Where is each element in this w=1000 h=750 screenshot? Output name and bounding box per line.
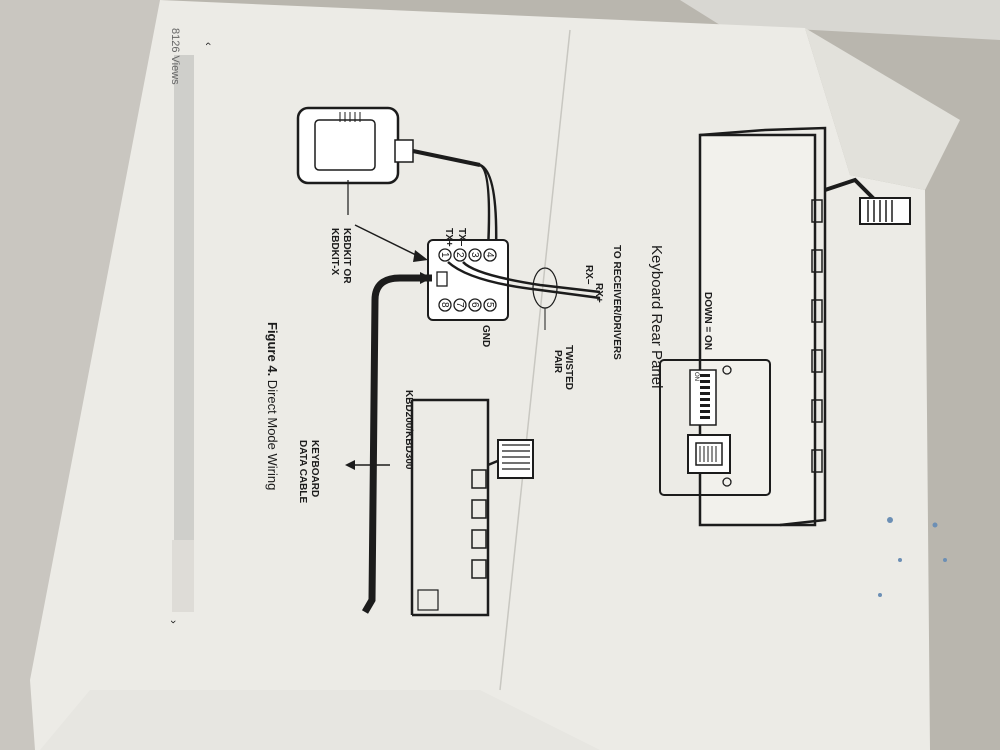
panel-tab xyxy=(811,349,823,373)
down-on-label: DOWN = ON xyxy=(702,292,713,350)
paper-fold-line xyxy=(499,29,571,691)
gnd-label: GND xyxy=(480,325,491,347)
panel-recess xyxy=(659,359,771,496)
panel-title: Keyboard Rear Panel xyxy=(648,245,665,388)
terminal-block: 1 2 3 4 5 6 7 8 xyxy=(427,239,509,321)
kbdkit-label-line1: KBDKIT OR xyxy=(341,228,352,284)
transformer-cord xyxy=(412,149,481,167)
twisted-pair-label-line2: PAIR xyxy=(552,350,563,374)
kbdkit-transformer xyxy=(296,106,481,185)
figure-caption-text: Direct Mode Wiring xyxy=(265,376,280,490)
wire-tx-minus xyxy=(462,261,601,294)
paper-bottom-area xyxy=(40,690,600,750)
rj-jack xyxy=(687,434,731,474)
paper-behind-left xyxy=(0,0,160,750)
pin-4: 4 xyxy=(484,252,495,258)
rx-minus-label: RX– xyxy=(583,265,594,285)
paper-fold-flap xyxy=(805,28,960,190)
cable-label-line1: KEYBOARD xyxy=(309,440,320,497)
kbd-unit xyxy=(410,398,534,617)
rj-plug-kbd xyxy=(497,439,534,479)
panel-tab xyxy=(811,449,823,473)
cable-label-line2: DATA CABLE xyxy=(297,440,308,503)
panel-cable xyxy=(824,177,882,207)
pin-6: 6 xyxy=(469,302,480,308)
dip-on-label: ON xyxy=(693,372,699,381)
tx-minus-label: TX– xyxy=(456,228,467,247)
scroll-track-end xyxy=(172,540,194,612)
twisted-pair-label-line1: TWISTED xyxy=(563,345,574,390)
paper-corner-top xyxy=(680,0,1000,40)
rj-jack-inner xyxy=(695,442,723,466)
kbd-port xyxy=(417,589,439,611)
kbdkit-label-line2: KBDKIT-X xyxy=(329,228,340,276)
panel-tab xyxy=(811,299,823,323)
panel-screw xyxy=(722,477,732,487)
pin-3: 3 xyxy=(469,252,480,258)
pin-1: 1 xyxy=(439,252,450,258)
rear-panel-edge xyxy=(699,126,827,527)
to-receiver-label: TO RECEIVER/DRIVERS xyxy=(611,245,622,360)
rx-plus-label: RX+ xyxy=(593,283,604,303)
kbd-model-label: KBD200/KBD300 xyxy=(403,390,414,470)
scroll-track[interactable] xyxy=(174,55,194,540)
kbd-body xyxy=(412,398,490,617)
terminal-pins xyxy=(438,248,497,312)
panel-tab xyxy=(811,249,823,273)
wire-tx-plus xyxy=(447,261,601,300)
transformer-plug xyxy=(394,139,414,163)
ink-speckles xyxy=(878,517,947,597)
scroll-prev-chevron[interactable]: ‹ xyxy=(202,42,214,46)
tx-plus-label: TX+ xyxy=(443,228,454,247)
views-count: 8126 Views xyxy=(169,28,181,85)
pin-5: 5 xyxy=(484,302,495,308)
terminal-clip xyxy=(436,271,448,287)
keyboard-data-cable xyxy=(361,274,432,614)
dip-switch xyxy=(689,369,717,426)
pin-2: 2 xyxy=(454,252,465,258)
figure-caption-number: Figure 4. xyxy=(265,322,280,376)
pin-8: 8 xyxy=(439,302,450,308)
pin-7: 7 xyxy=(454,302,465,308)
figure-caption: Figure 4. Direct Mode Wiring xyxy=(265,322,280,490)
panel-tab xyxy=(811,199,823,223)
keyboard-rear-panel: ON Keyboard Rear Panel DOWN = ON xyxy=(648,126,911,527)
kbdkit-leader xyxy=(354,224,421,258)
panel-screw xyxy=(722,365,732,375)
panel-tab xyxy=(811,399,823,423)
cable-arrow xyxy=(420,272,432,284)
scroll-next-chevron[interactable]: › xyxy=(167,620,179,624)
